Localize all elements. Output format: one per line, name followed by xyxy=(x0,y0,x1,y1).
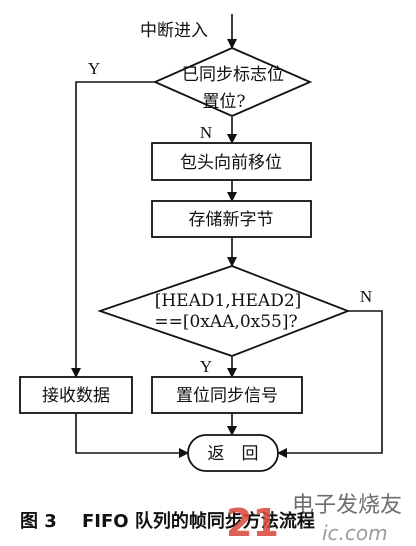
sync-flag-decision-line2: 置位? xyxy=(202,92,245,112)
figure-title: FIFO 队列的帧同步方法流程 xyxy=(82,510,315,532)
receive-data-step: 接收数据 xyxy=(19,376,133,414)
store-byte-step-box xyxy=(151,200,312,238)
sync-flag-decision-shape xyxy=(152,47,313,117)
header-match-no-label: N xyxy=(360,287,372,306)
return-terminal-shape xyxy=(187,434,279,472)
set-sync-step-label: 置位同步信号 xyxy=(176,386,278,406)
edge-labels: Y N Y N xyxy=(88,59,372,376)
watermark-logo-digits: 21 xyxy=(226,501,279,545)
shift-header-step-box xyxy=(151,142,312,181)
store-byte-step-label: 存储新字节 xyxy=(189,210,274,230)
watermark-logo-url: ic.com xyxy=(322,521,388,545)
header-match-decision-line2: ==[0xAA,0x55]? xyxy=(154,312,297,332)
header-match-decision-line1: [HEAD1,HEAD2] xyxy=(155,291,302,311)
edge-sync-check-yes-to-receive xyxy=(71,81,155,378)
sync-flag-decision: 已同步标志位 置位? xyxy=(152,47,313,117)
set-sync-step: 置位同步信号 xyxy=(151,376,303,414)
edge-receive-to-return xyxy=(75,413,189,458)
shift-header-step-label: 包头向前移位 xyxy=(180,153,282,173)
return-terminal-label: 返 回 xyxy=(208,444,259,464)
store-byte-step: 存储新字节 xyxy=(151,200,312,238)
return-terminal: 返 回 xyxy=(187,434,279,472)
shift-header-step: 包头向前移位 xyxy=(151,142,312,181)
header-match-yes-label: Y xyxy=(200,357,212,376)
watermark-logo-name: 电子发烧友 xyxy=(292,493,402,518)
flow-nodes: 中断进入 已同步标志位 置位? 包头向前移位 存储新字节 [HEAD1,HEAD… xyxy=(19,21,351,472)
receive-data-step-box xyxy=(19,376,133,414)
header-match-decision: [HEAD1,HEAD2] ==[0xAA,0x55]? xyxy=(97,265,351,357)
sync-flag-no-label: N xyxy=(200,123,212,142)
sync-flag-decision-line1: 已同步标志位 xyxy=(182,65,284,85)
figure-caption: 图 3 FIFO 队列的帧同步方法流程 xyxy=(20,510,315,532)
figure-number: 图 3 xyxy=(20,511,57,532)
site-watermark-logo: 21 电子发烧友 ic.com xyxy=(226,493,402,545)
sync-flag-yes-label: Y xyxy=(88,59,100,78)
receive-data-step-label: 接收数据 xyxy=(42,386,110,406)
flow-connectors xyxy=(71,14,383,458)
edge-header-check-no-to-return xyxy=(277,310,383,458)
set-sync-step-box xyxy=(151,376,303,414)
header-match-decision-shape xyxy=(97,265,351,357)
start-label: 中断进入 xyxy=(140,21,208,41)
